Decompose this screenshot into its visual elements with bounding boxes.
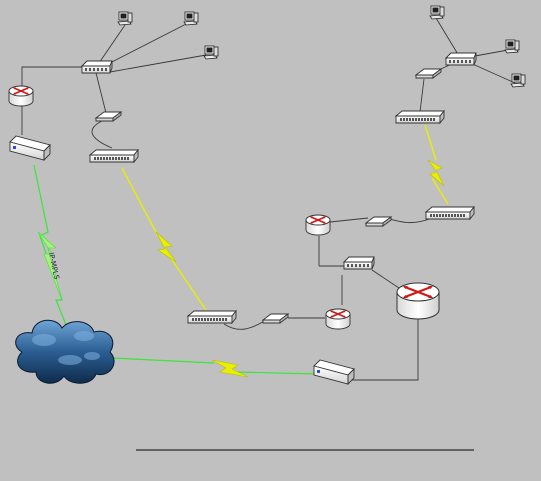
hub-icon[interactable]: [445, 52, 477, 66]
wan-link-yellow-right: [424, 124, 449, 205]
hub-icon[interactable]: [343, 256, 375, 270]
core-router-icon[interactable]: [395, 281, 441, 321]
switch-icon[interactable]: [425, 206, 475, 220]
cloud-icon: [15, 319, 115, 384]
switch-icon[interactable]: [395, 110, 445, 124]
router-icon[interactable]: [8, 85, 34, 107]
modem-icon[interactable]: [365, 216, 392, 227]
wan-link-green-left: [33, 164, 67, 326]
router-icon[interactable]: [305, 214, 331, 236]
modem-icon[interactable]: [415, 68, 442, 79]
computer-icon[interactable]: [504, 39, 520, 54]
computer-icon[interactable]: [183, 11, 199, 26]
server-unit-icon[interactable]: [9, 135, 51, 161]
wan-link-green-bottom: [111, 357, 319, 378]
computer-icon[interactable]: [429, 5, 445, 20]
modem-icon[interactable]: [262, 313, 289, 324]
router-icon[interactable]: [325, 308, 351, 330]
computer-icon[interactable]: [510, 73, 526, 88]
modem-icon[interactable]: [95, 111, 122, 122]
server-unit-icon[interactable]: [313, 359, 355, 385]
switch-icon[interactable]: [187, 310, 237, 324]
computer-icon[interactable]: [117, 11, 133, 26]
switch-icon[interactable]: [89, 149, 139, 163]
wan-link-yellow-center: [121, 167, 207, 311]
computer-icon[interactable]: [203, 45, 219, 60]
hub-icon[interactable]: [81, 60, 113, 74]
